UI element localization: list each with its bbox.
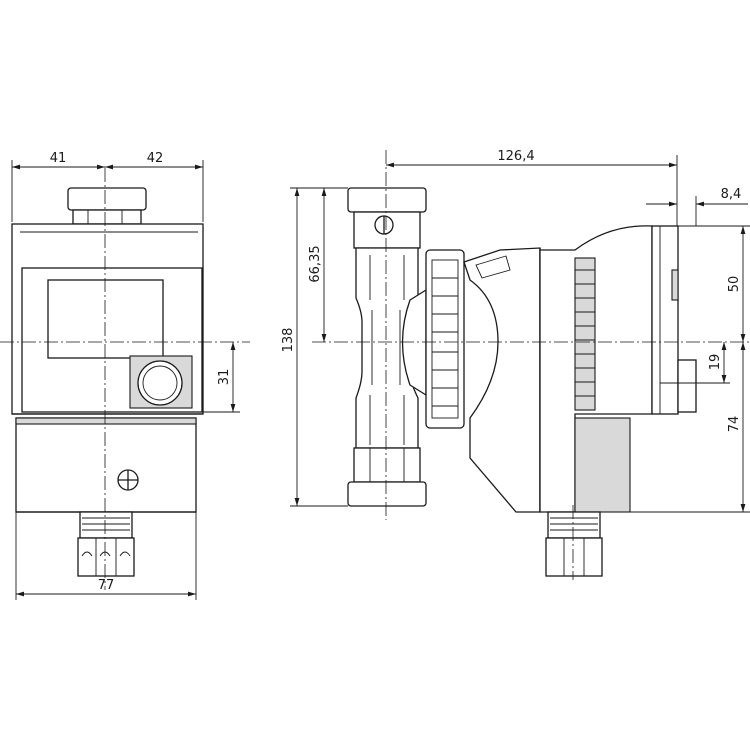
dim-8-4-label: 8,4 (721, 187, 742, 202)
front-top-nut (67, 187, 147, 225)
side-electronics-head (539, 225, 697, 513)
side-motor-housing (463, 247, 541, 513)
side-bottom-union-nut (347, 447, 427, 507)
dim-31-label: 31 (217, 369, 232, 386)
side-cable-connector (545, 511, 603, 577)
front-view (0, 168, 250, 590)
side-view (312, 150, 750, 580)
front-display-window (47, 279, 164, 359)
dim-19-label: 19 (708, 354, 723, 371)
side-dimensions: 126,4 8,4 138 66,35 50 19 74 (281, 149, 750, 513)
dim-50-label: 50 (727, 276, 742, 293)
dim-138-label: 138 (281, 328, 296, 353)
dim-126-4-label: 126,4 (497, 149, 534, 164)
side-top-union-nut (347, 187, 427, 249)
dim-42-label: 42 (147, 151, 164, 166)
front-cable-connector (77, 511, 135, 577)
side-flange-ring (401, 249, 465, 429)
front-vent-screw (117, 469, 139, 491)
front-motor-housing (15, 417, 197, 513)
dim-74-label: 74 (727, 416, 742, 433)
front-dimensions: 41 42 31 77 (11, 151, 240, 600)
dim-77-label: 77 (98, 578, 115, 593)
dim-66-35-label: 66,35 (308, 245, 323, 282)
dim-41-label: 41 (50, 151, 67, 166)
front-control-knob (129, 355, 193, 409)
